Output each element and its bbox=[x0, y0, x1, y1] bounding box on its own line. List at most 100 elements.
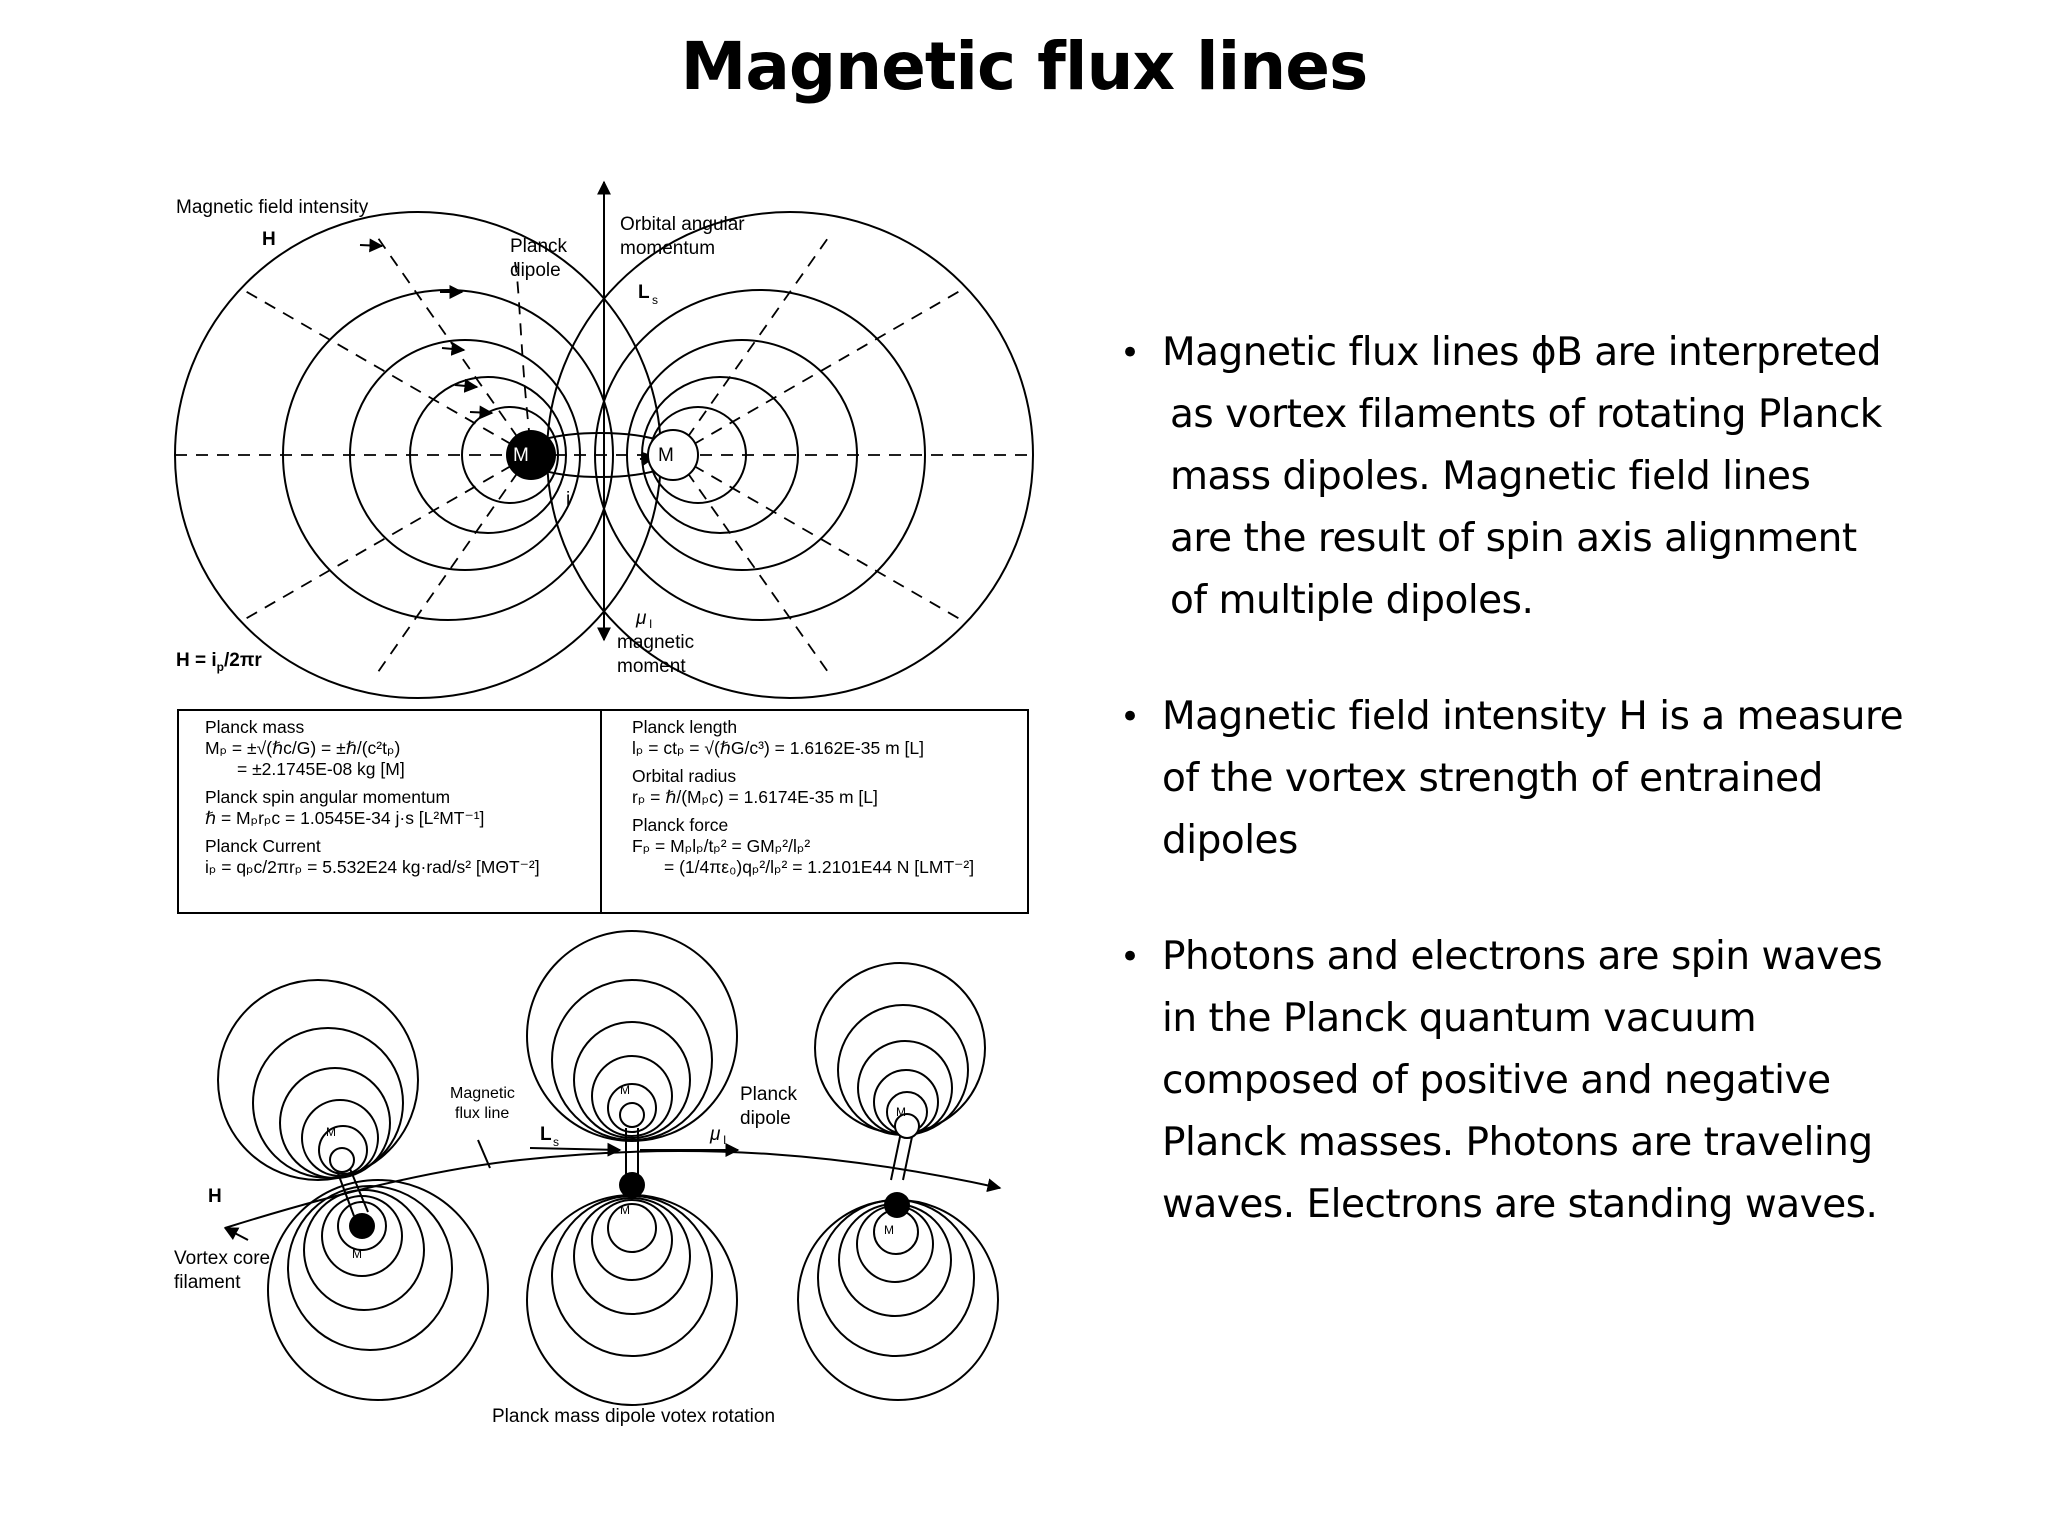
constant-orbital-radius: Orbital radius rₚ = ℏ/(Mₚc) = 1.6174E-35… bbox=[632, 766, 1015, 808]
bullet-line: are the result of spin axis alignment bbox=[1170, 516, 1857, 561]
vortex-loop bbox=[551, 979, 713, 1141]
planck-dipole-label: dipole bbox=[740, 1108, 791, 1129]
vortex-pointer bbox=[223, 1227, 249, 1241]
flow-arrow bbox=[469, 405, 494, 420]
constant-formula: iₚ = qₚc/2πrₚ = 5.532E24 kg·rad/s² [MΘT⁻… bbox=[205, 857, 540, 877]
mp-minus-small bbox=[619, 1102, 645, 1128]
dipole-dashed-curve bbox=[514, 261, 531, 441]
dashed-radial bbox=[674, 287, 966, 456]
constant-formula: Mₚ = ±√(ℏc/G) = ±ℏ/(c²tₚ) bbox=[205, 738, 401, 758]
mp-plus-mass bbox=[506, 430, 556, 480]
bullet-line: Magnetic field intensity H is a measure bbox=[1162, 694, 1904, 739]
h-symbol: H bbox=[262, 229, 276, 250]
mp-plus-label: M bbox=[513, 445, 529, 466]
constant-name: Planck length bbox=[632, 717, 738, 737]
dashed-radial bbox=[377, 454, 531, 673]
constant-formula: = (1/4πε₀)qₚ²/lₚ² = 1.2101E44 N [LMT⁻²] bbox=[664, 857, 975, 877]
vortex-loop bbox=[573, 1197, 691, 1315]
bullet-line: Planck masses. Photons are traveling bbox=[1162, 1120, 1873, 1165]
bullet-line: composed of positive and negative bbox=[1162, 1058, 1831, 1103]
bullet-line: Photons and electrons are spin waves bbox=[1162, 934, 1883, 979]
mu-symbol: μ bbox=[635, 608, 647, 629]
bullet-icon: • bbox=[1120, 697, 1140, 737]
planck-dipole-label: dipole bbox=[510, 260, 561, 281]
ls-subscript: s bbox=[553, 1135, 559, 1149]
orbital-label: momentum bbox=[620, 238, 715, 259]
mp-label: M bbox=[352, 1247, 362, 1261]
dipole-bond bbox=[335, 1163, 369, 1217]
vortex-loop bbox=[303, 1189, 425, 1311]
vortex-loop bbox=[526, 1194, 738, 1406]
dashed-radial bbox=[239, 287, 531, 456]
bullet-line: Magnetic flux lines ϕB are interpreted bbox=[1162, 330, 1882, 375]
ls-symbol: L bbox=[540, 1124, 552, 1145]
bullet-list: • Magnetic flux lines ϕB are interpreted… bbox=[1120, 322, 2020, 1290]
constant-formula: ℏ = Mₚrₚc = 1.0545E-34 j·s [L²MT⁻¹] bbox=[205, 808, 485, 828]
constant-name: Planck Current bbox=[205, 836, 321, 856]
orbital-label: Orbital angular bbox=[620, 214, 745, 235]
bullet-icon: • bbox=[1120, 333, 1140, 373]
vortex-loop bbox=[797, 1199, 999, 1401]
vortex-loop bbox=[337, 1201, 387, 1251]
constants-right-column: Planck length lₚ = ctₚ = √(ℏG/c³) = 1.61… bbox=[600, 711, 1027, 912]
mu-symbol: μ bbox=[709, 1124, 721, 1145]
bullet-item: • Photons and electrons are spin waves i… bbox=[1120, 926, 2020, 1236]
slide-title: Magnetic flux lines bbox=[680, 28, 1369, 105]
mp-minus-mass bbox=[647, 429, 699, 481]
h-symbol: H bbox=[208, 1186, 222, 1207]
vortex-loop bbox=[591, 1199, 673, 1281]
constant-name: Orbital radius bbox=[632, 766, 737, 786]
constant-name: Planck mass bbox=[205, 717, 305, 737]
vortex-loop bbox=[267, 1179, 489, 1401]
mp-label: M bbox=[896, 1105, 906, 1119]
dipole-bond bbox=[890, 1131, 914, 1181]
bullet-item: • Magnetic flux lines ϕB are interpreted… bbox=[1120, 322, 2020, 632]
mp-minus-small bbox=[329, 1147, 355, 1173]
vortex-loop bbox=[318, 1125, 368, 1175]
mp-minus-small bbox=[894, 1113, 920, 1139]
planck-dipole-label: Planck bbox=[510, 236, 568, 257]
constant-formula: = ±2.1745E-08 kg [M] bbox=[237, 759, 405, 779]
mp-plus-small bbox=[884, 1192, 910, 1218]
dashed-radial bbox=[674, 454, 829, 673]
constant-formula: Fₚ = Mₚlₚ/tₚ² = GMₚ²/lₚ² bbox=[632, 836, 811, 856]
constant-planck-current: Planck Current iₚ = qₚc/2πrₚ = 5.532E24 … bbox=[205, 836, 588, 878]
planck-constants-table: Planck mass Mₚ = ±√(ℏc/G) = ±ℏ/(c²tₚ) = … bbox=[177, 709, 1029, 914]
mu-subscript: I bbox=[649, 617, 652, 631]
constant-formula: lₚ = ctₚ = √(ℏG/c³) = 1.6162E-35 m [L] bbox=[632, 738, 924, 758]
mp-plus-small bbox=[619, 1172, 645, 1198]
constant-planck-force: Planck force Fₚ = Mₚlₚ/tₚ² = GMₚ²/lₚ² = … bbox=[632, 815, 1015, 878]
bullet-line: dipoles bbox=[1162, 818, 1298, 863]
mp-label: M bbox=[326, 1125, 336, 1139]
planck-dipole-label: Planck bbox=[740, 1084, 798, 1105]
flow-arrow bbox=[359, 238, 384, 253]
constants-left-column: Planck mass Mₚ = ±√(ℏc/G) = ±ℏ/(c²tₚ) = … bbox=[179, 711, 600, 912]
constant-spin-momentum: Planck spin angular momentum ℏ = Mₚrₚc =… bbox=[205, 787, 588, 829]
vortex-core-label: filament bbox=[174, 1272, 241, 1293]
bullet-line: waves. Electrons are standing waves. bbox=[1162, 1182, 1878, 1227]
magnetic-moment-label: moment bbox=[617, 656, 686, 677]
flux-line-label: flux line bbox=[455, 1105, 509, 1122]
bullet-line: of multiple dipoles. bbox=[1170, 578, 1534, 623]
mp-label: M bbox=[884, 1223, 894, 1237]
bullet-line: of the vortex strength of entrained bbox=[1162, 756, 1823, 801]
top-field-diagram bbox=[174, 180, 1034, 699]
mp-label: M bbox=[620, 1083, 630, 1097]
vortex-loop bbox=[607, 1203, 657, 1253]
constant-name: Planck spin angular momentum bbox=[205, 787, 451, 807]
magnetic-moment-label: magnetic bbox=[617, 632, 694, 653]
constant-name: Planck force bbox=[632, 815, 729, 835]
vortex-loop bbox=[573, 1021, 691, 1139]
constant-planck-mass: Planck mass Mₚ = ±√(ℏc/G) = ±ℏ/(c²tₚ) = … bbox=[205, 717, 588, 780]
ls-arrow bbox=[529, 1142, 622, 1157]
vortex-core-label: Vortex core bbox=[174, 1248, 270, 1269]
bullet-line: in the Planck quantum vacuum bbox=[1162, 996, 1757, 1041]
dashed-radial bbox=[674, 454, 966, 623]
constant-formula: rₚ = ℏ/(Mₚc) = 1.6174E-35 m [L] bbox=[632, 787, 878, 807]
h-caption: Magnetic field intensity bbox=[176, 197, 369, 218]
vortex-loop bbox=[607, 1083, 657, 1133]
vortex-loop bbox=[591, 1055, 673, 1137]
bullet-item: • Magnetic field intensity H is a measur… bbox=[1120, 686, 2020, 872]
magnetic-flux-curve bbox=[224, 1149, 1002, 1229]
